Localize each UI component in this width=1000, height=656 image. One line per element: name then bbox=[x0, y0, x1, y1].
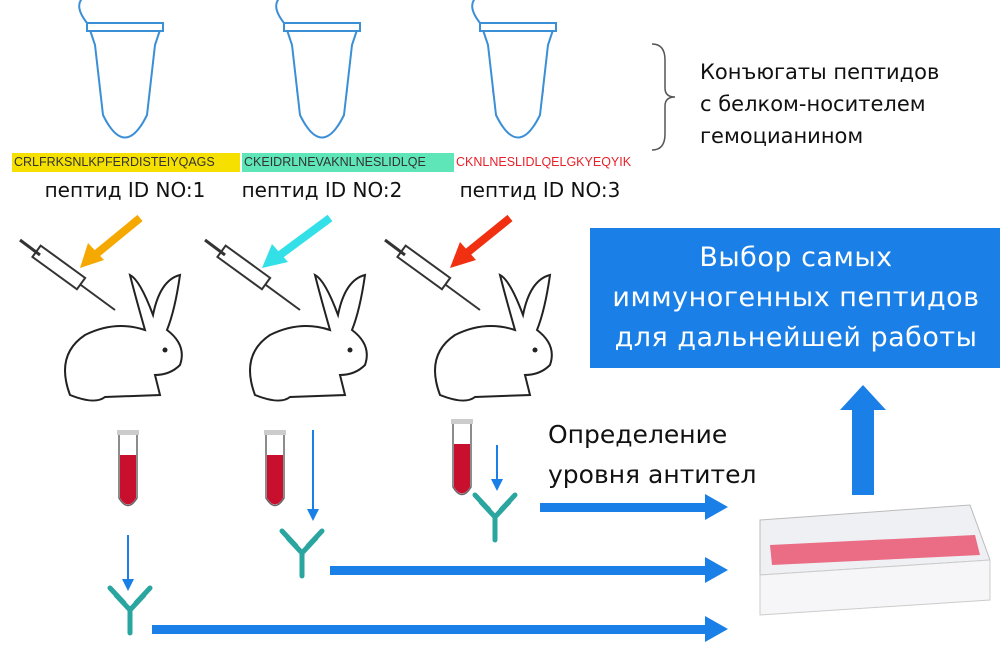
brace bbox=[651, 43, 676, 151]
tube-3 bbox=[471, 0, 557, 139]
peptide-sequence-3: CKNLNESLIDLQELGKYEQYIK bbox=[456, 155, 632, 169]
selection-box: Выбор самых иммуногенных пептидов для да… bbox=[590, 228, 1000, 368]
peptide-label-2: пептид ID NO:2 bbox=[241, 178, 403, 202]
peptide-label-3: пептид ID NO:3 bbox=[459, 178, 621, 202]
peptide-sequence-1: CRLFRKSNLKPFERDISTEIYQAGS bbox=[12, 153, 240, 172]
tube-1 bbox=[78, 0, 164, 139]
rabbit-1 bbox=[64, 274, 183, 402]
microplate bbox=[759, 504, 991, 616]
detection-label: Определение уровня антител bbox=[548, 420, 757, 489]
peptide-sequence-2: CKEIDRLNEVAKNLNESLIDLQE bbox=[242, 153, 454, 172]
rabbit-3 bbox=[434, 274, 553, 402]
rabbit-2 bbox=[249, 274, 368, 402]
peptide-label-1: пептид ID NO:1 bbox=[44, 178, 206, 202]
conjugates-label: Конъюгаты пептидов с белком-носителем ге… bbox=[700, 60, 940, 148]
tube-2 bbox=[275, 0, 361, 139]
